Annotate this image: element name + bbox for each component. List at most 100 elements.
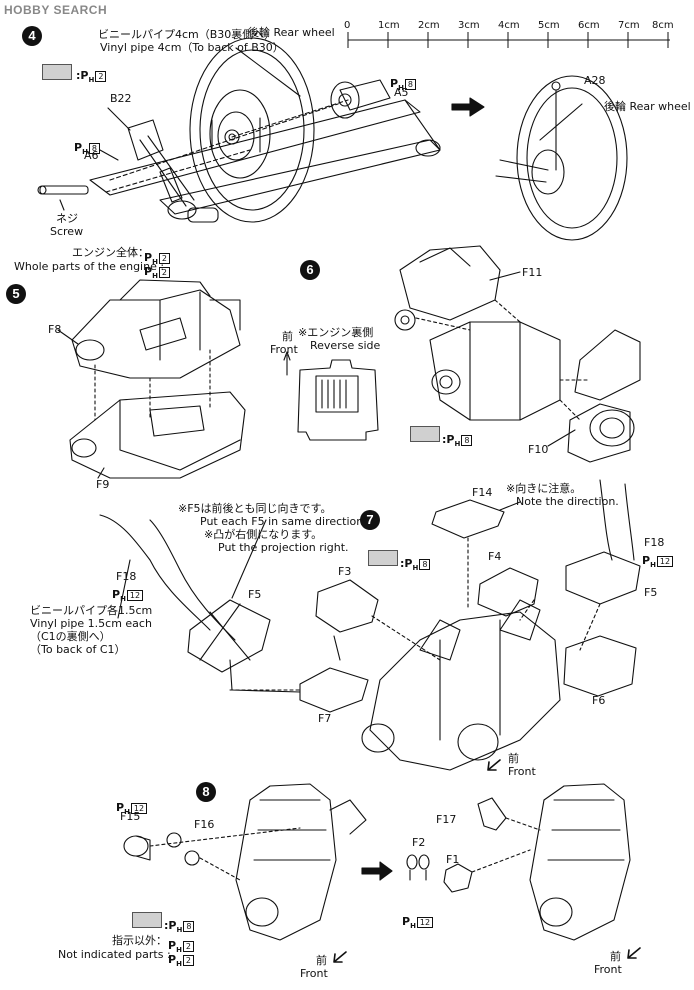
step4-rear-wheel-label-2: 後輪 Rear wheel [604,100,691,113]
step-8-badge: 8 [196,782,216,802]
step4-screw-jp: ネジ [56,212,78,225]
rear-wheel-result-drawing [495,75,628,241]
step6-front-jp: 前 [282,330,293,343]
step8-f15-label: F15 [120,810,141,823]
part-f5-left-drawing [187,599,271,673]
step7-f3-label: F3 [338,565,352,578]
step5-f8-label: F8 [48,323,62,336]
part-f4-drawing [477,567,539,617]
step8-front-right-en: Front [594,963,622,976]
step6-paint-swatch [410,426,440,442]
step4-a5-label: A5 [394,86,409,99]
part-f15-drawing [123,835,151,861]
step7-f7-label: F7 [318,712,332,725]
step8-paint-swatch [132,912,162,928]
step7-pipe-jp: ビニールパイプ各1.5cm [30,604,153,617]
engine-right-step8-drawing [529,783,631,941]
step8-f1-label: F1 [446,853,460,866]
step7-paint-swatch [368,550,398,566]
step7-front-en: Front [508,765,536,778]
ruler-label-5cm: 5cm [538,20,560,31]
step-7-badge: 7 [360,510,380,530]
engine-left-step8-drawing [235,783,367,941]
ruler-label-3cm: 3cm [458,20,480,31]
step7-pipe-en1: Vinyl pipe 1.5cm each [30,617,152,630]
part-f7-drawing [299,667,369,713]
part-f14-drawing [431,499,505,611]
cables-right-drawing [599,479,635,561]
step5-f9-label: F9 [96,478,110,491]
screw-drawing [37,185,89,195]
step6-front-en: Front [270,343,298,356]
part-f1-drawing [443,849,531,893]
step7-f5-right-label: F5 [644,586,658,599]
step7-f4-label: F4 [488,550,502,563]
engine-reverse-side-inset [283,351,379,441]
ruler-label-2cm: 2cm [418,20,440,31]
engine-upper-case-drawing [71,279,241,379]
step7-pipe-en2: （C1の裏側へ） [30,630,111,643]
swingarm-drawing [89,79,441,223]
step7-f14-label: F14 [472,486,493,499]
step6-reverse-en: Reverse side [310,339,381,352]
engine-assembly-step7-drawing [361,599,561,771]
step4-pipe-jp: ビニールパイプ4cm（B30裏側へ） [98,28,276,41]
step5-engine-en: Whole parts of the engine : [14,260,165,273]
ruler-label-8cm: 8cm [652,20,674,31]
step-6-badge: 6 [300,260,320,280]
step8-not-indicated-en: Not indicated parts : [58,948,171,961]
paint-swatch-gray [42,64,72,80]
ruler-label-0: 0 [344,20,351,31]
step7-f5-left-label: F5 [248,588,262,601]
step7-f5-note-en: Put each F5 in same direction. [200,515,367,528]
ruler-label-6cm: 6cm [578,20,600,31]
step8-front-right-jp: 前 [610,950,621,963]
step8-not-indicated-jp: 指示以外： [112,934,167,947]
step6-f10-label: F10 [528,443,549,456]
step6-f11-label: F11 [522,266,543,279]
ruler-label-1cm: 1cm [378,20,400,31]
step4-a6-label: A6 [84,149,99,162]
step7-proj-note-jp: ※凸が右側になります。 [204,528,323,541]
part-f2-drawing [406,854,430,881]
step7-proj-note-en: Put the projection right. [218,541,349,554]
step-5-badge: 5 [6,284,26,304]
part-f3-drawing [315,579,379,661]
step7-f18-right-label: F18 [644,536,665,549]
part-f16-drawing [149,827,301,881]
hobby-search-logo: HOBBY SEARCH [4,3,108,17]
rear-wheel-drawing [189,37,315,223]
part-f17-drawing [477,797,541,831]
part-f5-right-drawing [565,551,641,605]
step5-engine-jp: エンジン全体： [72,246,149,259]
engine-lower-case-drawing [69,391,246,479]
step7-dir-note-en: Note the direction. [516,495,619,508]
step7-f18-left-label: F18 [116,570,137,583]
step4-b22-label: B22 [110,92,132,105]
step8-front-left-en: Front [300,967,328,980]
ruler-label-7cm: 7cm [618,20,640,31]
step4-rear-wheel-label: 後輪 Rear wheel [248,26,335,39]
step4-a28-label: A28 [584,74,606,87]
cables-left-drawing [99,514,236,641]
step8-f16-label: F16 [194,818,215,831]
step-4-badge: 4 [22,26,42,46]
ruler-label-4cm: 4cm [498,20,520,31]
step4-pipe-en: Vinyl pipe 4cm（To back of B30） [100,41,284,54]
step4-screw-en: Screw [50,225,84,238]
step7-f5-note-jp: ※F5は前後とも同じ向きです。 [178,502,332,515]
